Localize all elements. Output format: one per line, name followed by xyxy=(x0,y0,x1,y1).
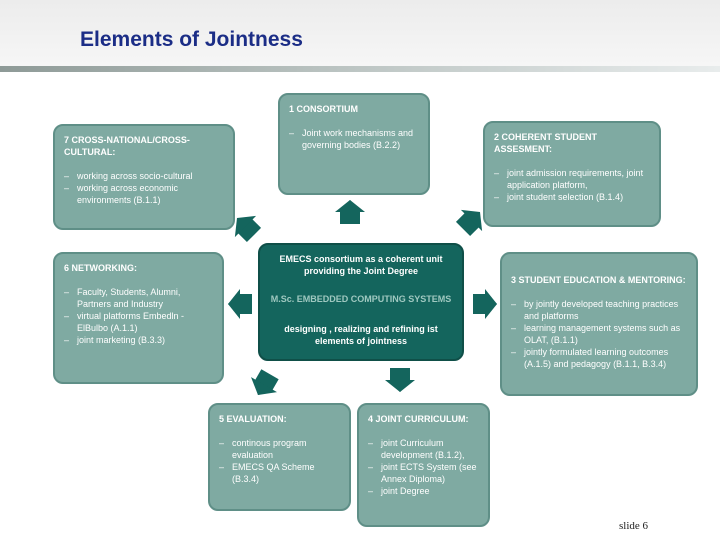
box-item: jointly formulated learning outcomes (A.… xyxy=(511,346,687,370)
box-item: joint student selection (B.1.4) xyxy=(494,191,650,203)
arrow-to-curriculum xyxy=(385,368,415,392)
box-curriculum: 4 JOINT CURRICULUM: joint Curriculum dev… xyxy=(357,403,490,527)
box-title: 3 STUDENT EDUCATION & MENTORING: xyxy=(511,275,686,285)
box-title: 6 NETWORKING: xyxy=(64,263,137,273)
arrow-to-networking xyxy=(228,289,252,319)
box-item: joint Degree xyxy=(368,485,479,497)
center-line: EMECS consortium as a coherent unit xyxy=(279,254,443,264)
box-item: by jointly developed teaching practices … xyxy=(511,298,687,322)
center-box: EMECS consortium as a coherent unit prov… xyxy=(258,243,464,361)
box-networking: 6 NETWORKING: Faculty, Students, Alumni,… xyxy=(53,252,224,384)
box-item: joint marketing (B.3.3) xyxy=(64,334,213,346)
box-item: working across socio-cultural xyxy=(64,170,224,182)
center-line: providing the Joint Degree xyxy=(303,266,418,276)
box-title: 1 CONSORTIUM xyxy=(289,104,359,114)
box-title: 5 EVALUATION: xyxy=(219,414,287,424)
box-item: joint ECTS System (see Annex Diploma) xyxy=(368,461,479,485)
header-band xyxy=(0,0,720,66)
box-item: joint admission requirements, joint appl… xyxy=(494,167,650,191)
center-program: M.Sc. EMBEDDED COMPUTING SYSTEMS xyxy=(270,294,452,304)
box-item: joint Curriculum development (B.1.2), xyxy=(368,437,479,461)
box-item: continous program evaluation xyxy=(219,437,340,461)
box-title: 2 COHERENT STUDENT ASSESMENT: xyxy=(494,132,598,154)
box-item: working across economic environments (B.… xyxy=(64,182,224,206)
slide-title: Elements of Jointness xyxy=(80,28,303,51)
box-title: 7 CROSS-NATIONAL/CROSS-CULTURAL: xyxy=(64,135,190,157)
box-crosscultural: 7 CROSS-NATIONAL/CROSS-CULTURAL: working… xyxy=(53,124,235,230)
arrow-to-consortium xyxy=(335,200,365,224)
arrow-to-evaluation xyxy=(245,366,283,403)
center-line: elements of jointness xyxy=(314,336,408,346)
slide-number: slide 6 xyxy=(619,520,649,532)
box-item: Faculty, Students, Alumni, Partners and … xyxy=(64,286,213,310)
box-item: learning management systems such as OLAT… xyxy=(511,322,687,346)
box-consortium: 1 CONSORTIUM Joint work mechanisms and g… xyxy=(278,93,430,195)
box-item: EMECS QA Scheme (B.3.4) xyxy=(219,461,340,485)
box-assessment: 2 COHERENT STUDENT ASSESMENT: joint admi… xyxy=(483,121,661,227)
box-title: 4 JOINT CURRICULUM: xyxy=(368,414,469,424)
center-line: designing , realizing and refining ist xyxy=(284,324,438,334)
box-item: virtual platforms Embedln - ElBulbo (A.1… xyxy=(64,310,213,334)
box-evaluation: 5 EVALUATION: continous program evaluati… xyxy=(208,403,351,511)
box-item: Joint work mechanisms and governing bodi… xyxy=(289,127,419,151)
header-divider xyxy=(0,66,720,72)
arrow-to-education xyxy=(473,289,497,319)
box-education: 3 STUDENT EDUCATION & MENTORING: by join… xyxy=(500,252,698,396)
